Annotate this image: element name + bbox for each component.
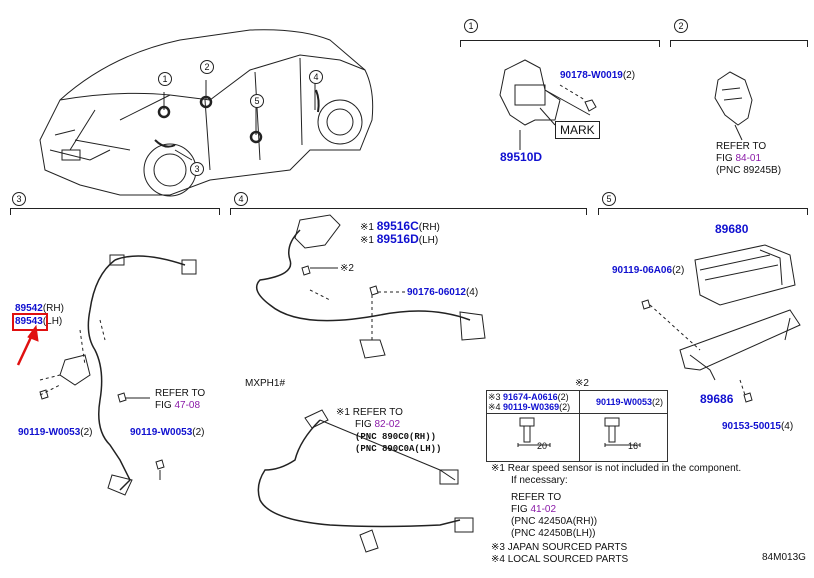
section4-c-pn[interactable]: 89516C: [376, 219, 419, 233]
section3-rh-pn[interactable]: 89542: [15, 303, 43, 314]
ecu-bracket: [679, 309, 801, 371]
section5-bracket-pn[interactable]: 89686: [700, 392, 734, 406]
section2-fig-link[interactable]: 84-01: [735, 153, 762, 164]
section4-d-pn[interactable]: 89516D: [376, 232, 419, 246]
mxph-fig-link[interactable]: 82-02: [374, 419, 401, 430]
section4-d-label: ※1 89516D(LH): [360, 232, 439, 246]
section2-pnc: (PNC 89245B): [716, 165, 782, 176]
mxph-label: MXPH1#: [245, 378, 286, 389]
section4-note2: ※2: [340, 263, 354, 274]
section5-bolt-pn[interactable]: 90119-06A06: [612, 265, 673, 276]
section4-bolt-pn[interactable]: 90176-06012: [407, 287, 466, 298]
section1-mark-box: MARK: [555, 121, 600, 139]
fastener-table: [486, 390, 668, 462]
section5-bolt-label: 90119-06A06(2): [612, 265, 685, 276]
car-callout-2: 2: [200, 60, 214, 74]
section3-lh-label: 89543(LH): [15, 316, 63, 327]
section-2-number: 2: [674, 19, 688, 33]
section3-bolt2-label: 90119-W0053(2): [130, 427, 205, 438]
section4-c-label: ※1 89516C(RH): [360, 219, 440, 233]
note-3: ※3 JAPAN SOURCED PARTS: [491, 542, 628, 553]
note-refer: REFER TO: [511, 492, 562, 503]
note-pnc2: (PNC 42450B(LH)): [511, 528, 596, 539]
rear-harness: [257, 419, 461, 528]
note-4: ※4 LOCAL SOURCED PARTS: [491, 554, 629, 565]
note-fig: FIG 41-02: [511, 504, 557, 515]
yaw-sensor: [499, 59, 561, 126]
fastener-right-pn[interactable]: 90119-W0053: [596, 397, 653, 407]
car-callout-3: 3: [190, 162, 204, 176]
section3-rh-label: 89542(RH): [15, 303, 64, 314]
fastener-table-title: ※2: [575, 378, 589, 389]
section5-nut-pn[interactable]: 90153-50015: [722, 421, 781, 432]
section4-bolt-label: 90176-06012(4): [407, 287, 479, 298]
section-5-bracket: [598, 208, 808, 215]
section1-bolt-label: 90178-W0019(2): [560, 70, 636, 81]
diagram-code: 84M013G: [762, 552, 806, 563]
section3-refer: REFER TO: [155, 388, 206, 399]
ecu-box: [694, 244, 796, 306]
fastener-row1-pn[interactable]: 91674-A0616: [503, 392, 558, 402]
section1-main-pn[interactable]: 89510D: [500, 150, 543, 164]
section3-lh-pn[interactable]: 89543: [15, 316, 43, 327]
fastener-dim-left: 20: [537, 441, 548, 451]
section-4-bracket: [230, 208, 587, 215]
section-2-bracket: [670, 40, 808, 47]
note-1b: If necessary:: [511, 475, 568, 486]
car-callout-4: 4: [309, 70, 323, 84]
fastener-dim-right: 16: [628, 441, 639, 451]
section5-nut-label: 90153-50015(4): [722, 421, 794, 432]
front-sensor-cable: [255, 229, 471, 322]
section5-ecu-pn[interactable]: 89680: [715, 222, 749, 236]
section-5-number: 5: [602, 192, 616, 206]
note-1: ※1 Rear speed sensor is not included in …: [491, 463, 742, 474]
section-1-number: 1: [464, 19, 478, 33]
fastener-row2: ※4 90119-W0369(2): [488, 402, 571, 412]
section3-bolt2-pn[interactable]: 90119-W0053: [130, 427, 193, 438]
fastener-row1: ※3 91674-A0616(2): [488, 392, 569, 402]
mxph-pnc2: (PNC 890C0A(LH)): [355, 444, 442, 454]
rear-sensor-cable: [87, 255, 186, 491]
section3-fig: FIG 47-08: [155, 400, 201, 411]
car-callout-5: 5: [250, 94, 264, 108]
car-callout-1: 1: [158, 72, 172, 86]
mxph-fig: FIG 82-02: [355, 419, 401, 430]
car-outline: [39, 29, 374, 196]
section-1-bracket: [460, 40, 660, 47]
section3-bolt1-pn[interactable]: 90119-W0053: [18, 427, 81, 438]
section-3-bracket: [10, 208, 220, 215]
highlight-box: [12, 313, 48, 331]
fastener-right: 90119-W0053(2): [596, 397, 664, 407]
section3-bolt1-label: 90119-W0053(2): [18, 427, 93, 438]
mxph-pnc1: (PNC 890C0(RH)): [355, 432, 437, 442]
section2-fig: FIG 84-01: [716, 153, 762, 164]
note-pnc1: (PNC 42450A(RH)): [511, 516, 598, 527]
highlight-arrow: [16, 334, 34, 366]
note-fig-link[interactable]: 41-02: [530, 504, 557, 515]
section-3-number: 3: [12, 192, 26, 206]
mxph-refer: ※1 REFER TO: [336, 407, 403, 418]
section2-refer: REFER TO: [716, 141, 767, 152]
fastener-row2-pn[interactable]: 90119-W0369: [503, 402, 560, 412]
section3-fig-link[interactable]: 47-08: [174, 400, 201, 411]
section-4-number: 4: [234, 192, 248, 206]
section1-bolt-pn[interactable]: 90178-W0019: [560, 70, 623, 81]
